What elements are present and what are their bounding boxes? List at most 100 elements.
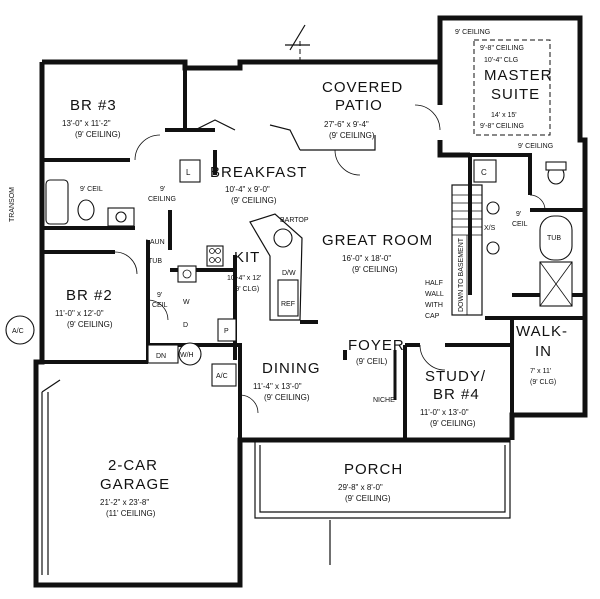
- transom-label: TRANSOM: [9, 187, 16, 222]
- room-bath-left: 9' CEIL 9' CEILING TRANSOM: [9, 186, 176, 222]
- patio-name-1: COVERED: [322, 79, 403, 96]
- master-bath-ceil-2: CEIL: [512, 221, 528, 228]
- garage-name-2: GARAGE: [100, 476, 170, 493]
- study-dims: 11'-0" x 13'-0": [420, 408, 469, 417]
- laundry-w: W: [183, 299, 190, 306]
- room-porch: PORCH 29'-8" x 8'-0" (9' CEILING): [338, 461, 403, 503]
- master-bath-ceiling: 9' CEILING: [518, 143, 553, 150]
- room-walk-in: WALK- IN 7' x 11' (9' CLG): [516, 323, 568, 386]
- kit-name: KIT: [234, 249, 260, 266]
- breakfast-dims: 10'-4" x 9'-0": [225, 185, 270, 194]
- great-room-dims: 16'-0" x 18'-0": [342, 254, 391, 263]
- ac-units: A/C A/C: [12, 328, 228, 380]
- master-dims: 14' x 15': [491, 112, 517, 119]
- master-bath-xs: X/S: [484, 225, 496, 232]
- master-ceiling-1: 9'-8" CEILING: [480, 45, 524, 52]
- bath-left-ceiling: 9' CEIL: [80, 186, 103, 193]
- br3-dims: 13'-0" x 11'-2": [62, 119, 111, 128]
- room-laundry: 9' CEIL W D P W/H DN: [152, 292, 229, 360]
- kit-ref: REF: [281, 301, 295, 308]
- room-dining: DINING 11'-4" x 13'-0" (9' CEILING): [253, 360, 321, 402]
- stairs-label: DOWN TO BASEMENT: [458, 237, 465, 312]
- garage-dims: 21'-2" x 23'-8": [100, 498, 149, 507]
- foyer-niche: NICHE: [373, 397, 395, 404]
- interior-walls: [42, 68, 585, 440]
- master-bath-ceil-1: 9': [516, 211, 521, 218]
- master-ceiling-3: 9'-8" CEILING: [480, 123, 524, 130]
- half-wall-2: WALL: [425, 291, 444, 298]
- br2-name: BR #2: [66, 287, 113, 304]
- study-name-2: BR #4: [433, 386, 480, 403]
- porch-ceiling: (9' CEILING): [345, 494, 391, 503]
- master-ceiling-2: 10'-4" CLG: [484, 57, 518, 64]
- porch-outline: [254, 440, 511, 565]
- room-breakfast: BREAKFAST 10'-4" x 9'-0" (9' CEILING) L: [186, 164, 307, 205]
- dining-dims: 11'-4" x 13'-0": [253, 382, 302, 391]
- porch-name: PORCH: [344, 461, 403, 478]
- breakfast-ceiling: (9' CEILING): [231, 196, 277, 205]
- down-label: DN: [156, 353, 166, 360]
- master-bath-tub: TUB: [547, 235, 561, 242]
- laun-label: LAUN: [146, 239, 165, 246]
- room-master-suite: 9' CEILING 9'-8" CEILING 10'-4" CLG MAST…: [455, 29, 553, 150]
- walkin-name-2: IN: [535, 343, 552, 360]
- breakfast-name: BREAKFAST: [210, 164, 307, 181]
- foyer-ceiling: (9' CEIL): [356, 357, 388, 366]
- patio-name-2: PATIO: [335, 97, 383, 114]
- patio-ceiling: (9' CEILING): [329, 131, 375, 140]
- room-great-room: GREAT ROOM 16'-0" x 18'-0" (9' CEILING): [322, 232, 433, 274]
- closet-c: C: [481, 168, 487, 177]
- great-room-ceiling: (9' CEILING): [352, 265, 398, 274]
- room-master-bath: C 9' CEIL X/S TUB: [481, 168, 561, 242]
- room-study: STUDY/ BR #4 11'-0" x 13'-0" (9' CEILING…: [420, 368, 486, 428]
- room-br3: BR #3 13'-0" x 11'-2" (9' CEILING): [62, 97, 121, 139]
- kit-bartop: BARTOP: [280, 217, 309, 224]
- stairs-labels: DOWN TO BASEMENT HALF WALL WITH CAP: [425, 237, 465, 320]
- ac-outside-label: A/C: [12, 328, 24, 335]
- pantry-p: P: [224, 328, 229, 335]
- hall-ceiling-1: 9': [160, 186, 165, 193]
- ac-inside-label: A/C: [216, 373, 228, 380]
- laundry-ceiling-1: 9': [157, 292, 162, 299]
- fixtures: [5, 159, 573, 387]
- porch-dims: 29'-8" x 8'-0": [338, 483, 383, 492]
- great-room-name: GREAT ROOM: [322, 232, 433, 249]
- room-covered-patio: COVERED PATIO 27'-6" x 9'-4" (9' CEILING…: [322, 79, 403, 140]
- kit-dims: 10'-4" x 12': [227, 275, 261, 282]
- half-wall-3: WITH: [425, 302, 443, 309]
- garage-ceiling: (11' CEILING): [106, 509, 156, 518]
- walkin-ceiling: (9' CLG): [530, 379, 556, 386]
- room-kitchen: KIT 10'-4" x 12' (9' CLG) BARTOP D/W REF…: [146, 217, 309, 308]
- foyer-name: FOYER: [348, 337, 405, 354]
- dining-name: DINING: [262, 360, 321, 377]
- kit-ceiling: (9' CLG): [233, 286, 259, 293]
- walkin-name-1: WALK-: [516, 323, 568, 340]
- breakfast-l-box: L: [186, 168, 191, 177]
- laun-tub-label: TUB: [148, 258, 162, 265]
- study-name-1: STUDY/: [425, 368, 486, 385]
- kit-dw: D/W: [282, 270, 296, 277]
- master-ceiling-top: 9' CEILING: [455, 29, 490, 36]
- garage-name-1: 2-CAR: [108, 457, 158, 474]
- dining-ceiling: (9' CEILING): [264, 393, 310, 402]
- laundry-d: D: [183, 322, 188, 329]
- room-br2: BR #2 11'-0" x 12'-0" (9' CEILING): [55, 287, 113, 329]
- br2-ceiling: (9' CEILING): [67, 320, 113, 329]
- covered-patio-outline: [194, 24, 376, 151]
- half-wall-4: CAP: [425, 313, 440, 320]
- door-swings: [114, 104, 546, 414]
- master-name-1: MASTER: [484, 67, 553, 84]
- half-wall-1: HALF: [425, 280, 443, 287]
- br3-name: BR #3: [70, 97, 117, 114]
- walkin-dims: 7' x 11': [530, 368, 551, 375]
- study-ceiling: (9' CEILING): [430, 419, 476, 428]
- master-name-2: SUITE: [491, 86, 540, 103]
- garage-door: [41, 379, 61, 575]
- room-foyer: FOYER (9' CEIL) NICHE: [348, 337, 405, 404]
- basement-stairs: [451, 184, 483, 316]
- hall-ceiling-2: CEILING: [148, 196, 176, 203]
- room-garage: 2-CAR GARAGE 21'-2" x 23'-8" (11' CEILIN…: [100, 457, 170, 518]
- br2-dims: 11'-0" x 12'-0": [55, 309, 104, 318]
- patio-dims: 27'-6" x 9'-4": [324, 120, 369, 129]
